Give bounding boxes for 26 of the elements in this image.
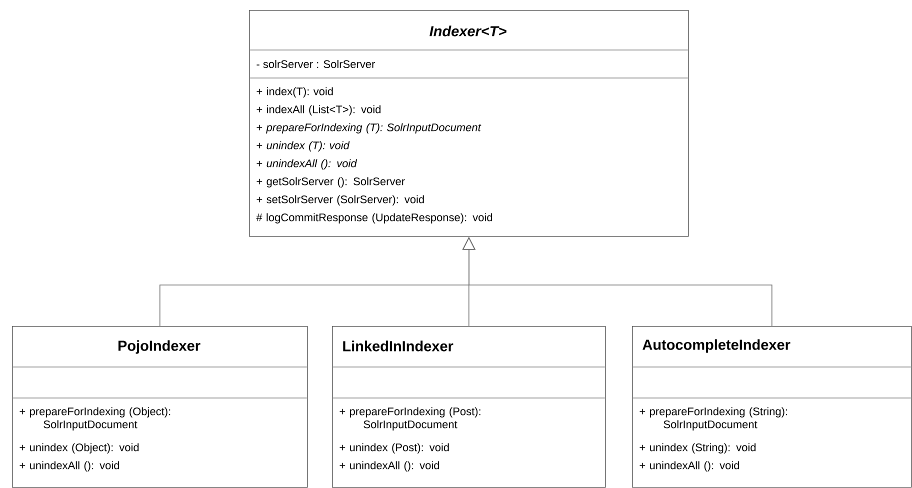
method-text: # logCommitResponse (UpdateResponse): void [256, 213, 492, 224]
method-text: + unindexAll (): void [640, 461, 740, 472]
method-text: + prepareForIndexing (T): SolrInputDocument [256, 123, 482, 134]
method-text: + setSolrServer (SolrServer): void [256, 195, 424, 206]
class-box [632, 326, 912, 488]
class-name: PojoIndexer [118, 340, 200, 354]
class-name: AutocompleteIndexer [642, 339, 790, 353]
method-text: + prepareForIndexing (String): SolrInputDocument [640, 407, 788, 430]
class-name: Indexer<T> [430, 26, 506, 36]
method-text: + unindex (T): void [256, 141, 350, 152]
method-text: + unindex (String): void [640, 443, 756, 454]
method-text: + getSolrServer (): SolrServer [256, 177, 405, 188]
attribute-text: - solrServer : SolrServer [256, 60, 375, 68]
class-box [332, 326, 606, 488]
method-text: + unindex (Object): void [20, 443, 139, 454]
method-text: + unindexAll (): void [20, 461, 120, 472]
method-text: + indexAll (List<T>): void [256, 105, 380, 116]
method-text: + unindexAll (): void [256, 159, 358, 170]
class-name: LinkedInIndexer [343, 340, 454, 352]
method-text: + unindexAll (): void [340, 461, 440, 472]
method-text: + unindex (Post): void [340, 443, 449, 454]
method-text: + prepareForIndexing (Post): SolrInputDocument [340, 407, 480, 430]
method-text: + prepareForIndexing (Object): SolrInputDocument [20, 407, 170, 430]
class-box [248, 10, 689, 237]
class-box [12, 326, 308, 488]
method-text: + index(T): void [256, 87, 333, 98]
